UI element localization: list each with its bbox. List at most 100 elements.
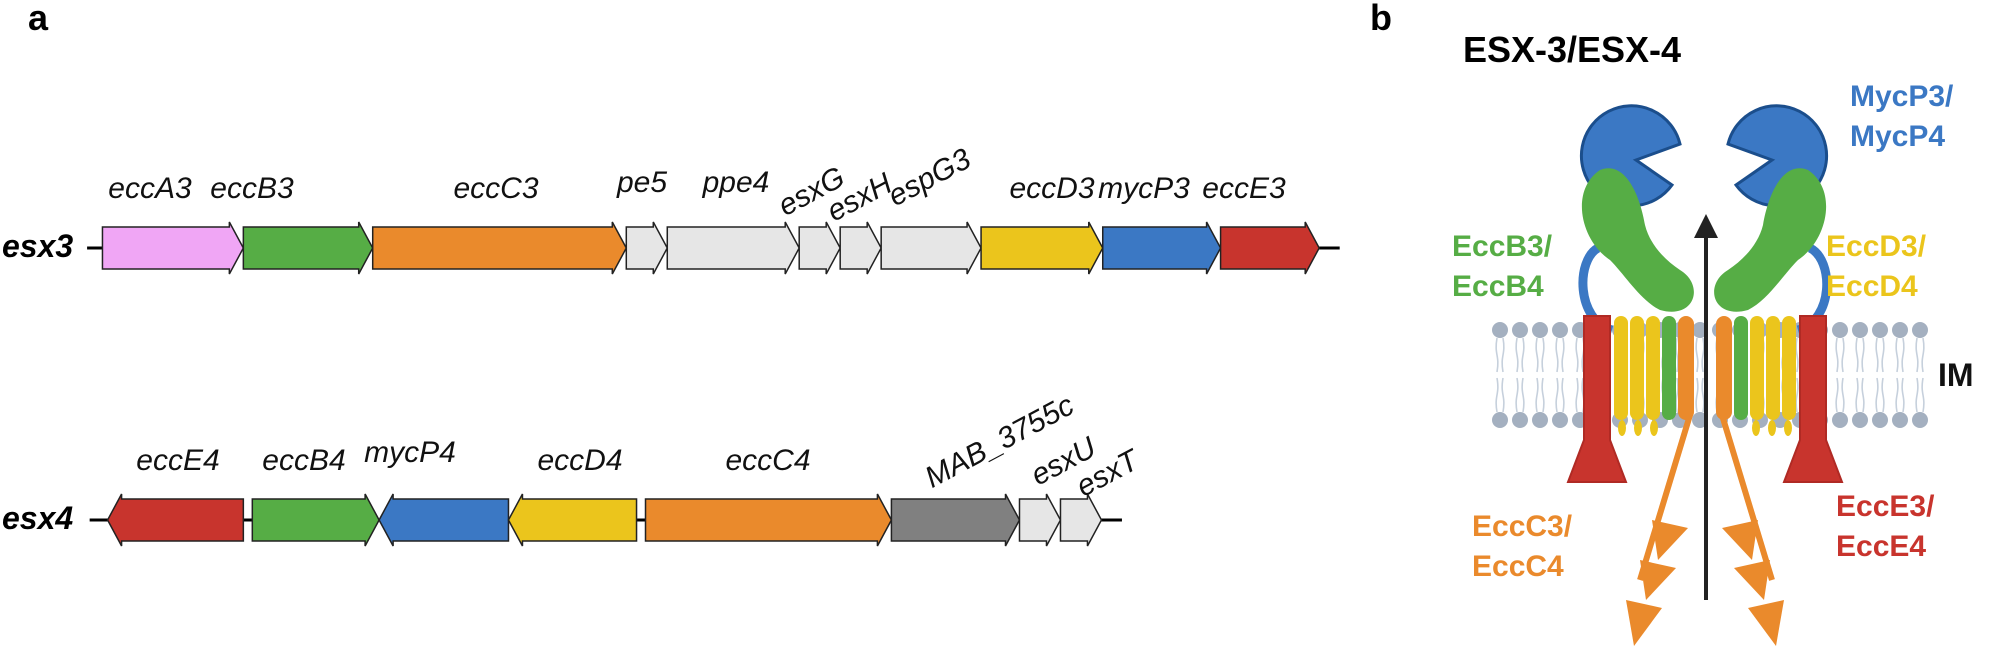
eccd-label-line1: EccD3/ — [1826, 230, 1927, 263]
gene-label-eccd4: eccD4 — [537, 444, 622, 477]
eccc-right-stalk — [1719, 414, 1775, 581]
secretion-arrow-head — [1694, 214, 1718, 238]
eccc-left-cytoplasmic — [1626, 414, 1693, 646]
locus-label-esx4: esx4 — [2, 500, 73, 536]
eccd-right-helix-3 — [1750, 316, 1764, 420]
ecce-left-helix — [1566, 315, 1628, 483]
eccc-label: EccC3/ EccC4 — [1472, 510, 1573, 583]
gene-label-eccb3: eccB3 — [210, 172, 294, 205]
lipid-tail — [1515, 377, 1525, 413]
eccc-right-domain-2 — [1734, 560, 1770, 600]
lipid-head-top — [1872, 322, 1888, 338]
lipid-head-bottom — [1912, 412, 1928, 428]
gene-arrow-eccc4 — [644, 493, 893, 547]
inner-membrane — [1492, 322, 1928, 428]
eccb-label-line2: EccB4 — [1452, 270, 1544, 303]
gene-arrow-mycp3 — [1101, 221, 1222, 275]
gene-label-espg3: espG3 — [883, 142, 977, 213]
eccc-left-helix — [1678, 316, 1694, 420]
panel-label-b: b — [1370, 0, 1392, 38]
ecce-label: EccE3/ EccE4 — [1836, 490, 1935, 563]
eccd-right-helix-1 — [1782, 316, 1796, 420]
lipid-tail — [1915, 377, 1925, 413]
locus-label-esx3: esx3 — [2, 228, 73, 264]
gene-arrow-ecce3 — [1219, 221, 1321, 275]
eccd-left-tail-1 — [1618, 420, 1626, 436]
lipid-tail — [1555, 377, 1565, 413]
eccc-label-line2: EccC4 — [1472, 550, 1564, 583]
eccc-left-domain-3 — [1626, 600, 1662, 646]
lipid-head-bottom — [1552, 412, 1568, 428]
lipid-head-top — [1832, 322, 1848, 338]
lipid-head-top — [1912, 322, 1928, 338]
gene-arrow-eccb4 — [251, 493, 380, 547]
lipid-head-bottom — [1892, 412, 1908, 428]
gene-arrow-mab-3755c — [890, 493, 1021, 547]
eccd-left-helix-3 — [1646, 316, 1660, 420]
eccc-left-domain-2 — [1640, 560, 1676, 600]
lipid-head-bottom — [1532, 412, 1548, 428]
lipid-head-top — [1892, 322, 1908, 338]
lipid-head-bottom — [1852, 412, 1868, 428]
lipid-head-top — [1532, 322, 1548, 338]
lipid-tail — [1575, 377, 1585, 413]
gene-arrow-esxt — [1059, 493, 1103, 547]
gene-label-eccc4: eccC4 — [725, 444, 810, 477]
ecce-label-line2: EccE4 — [1836, 530, 1926, 563]
lipid-tail — [1515, 337, 1525, 373]
eccc-right-domain-3 — [1748, 600, 1784, 646]
secretion-system-panel: ESX-3/ESX-4 — [1452, 29, 1974, 646]
eccc-left-stalk — [1637, 414, 1693, 581]
gene-arrow-pe5 — [625, 221, 669, 275]
eccc-right-cytoplasmic — [1719, 414, 1784, 646]
gene-arrow-eccb3 — [242, 221, 374, 275]
gene-arrow-espg3 — [880, 221, 982, 275]
eccd-label-line2: EccD4 — [1826, 270, 1918, 303]
gene-label-eccc3: eccC3 — [453, 172, 538, 205]
im-label: IM — [1938, 357, 1974, 393]
lipid-tail — [1875, 337, 1885, 373]
gene-arrow-esxu — [1018, 493, 1062, 547]
eccb-right-domain — [1714, 168, 1827, 312]
lipid-tail — [1495, 377, 1505, 413]
lipid-tail — [1895, 377, 1905, 413]
gene-label-pe5: pe5 — [616, 166, 667, 199]
lipid-tail — [1915, 337, 1925, 373]
gene-label-eccd3: eccD3 — [1009, 172, 1094, 205]
lipid-head-bottom — [1872, 412, 1888, 428]
eccb-left-domain — [1581, 168, 1694, 312]
gene-arrow-ecce4 — [106, 493, 245, 547]
gene-arrow-ppe4 — [666, 221, 801, 275]
lipid-head-bottom — [1492, 412, 1508, 428]
eccd-left-tail-2 — [1634, 420, 1642, 436]
mycp-label-line2: MycP4 — [1850, 120, 1945, 153]
diagram-title: ESX-3/ESX-4 — [1463, 29, 1681, 70]
eccd-left-tail-3 — [1650, 420, 1658, 436]
lipid-tail — [1535, 377, 1545, 413]
eccb-label-line1: EccB3/ — [1452, 230, 1553, 263]
lipid-tail — [1535, 337, 1545, 373]
ecce-label-line1: EccE3/ — [1836, 490, 1935, 523]
eccb-left-helix — [1662, 316, 1676, 420]
eccc-label-line1: EccC3/ — [1472, 510, 1573, 543]
gene-label-mycp3: mycP3 — [1098, 172, 1190, 205]
lipid-head-top — [1852, 322, 1868, 338]
eccd-label: EccD3/ EccD4 — [1826, 230, 1927, 303]
eccd-right-tail-3 — [1752, 420, 1760, 436]
lipid-tail — [1895, 337, 1905, 373]
eccd-left-helix-1 — [1614, 316, 1628, 420]
gene-arrow-esxg — [798, 221, 842, 275]
mycp-label: MycP3/ MycP4 — [1850, 80, 1954, 153]
lipid-tail — [1855, 377, 1865, 413]
eccd-right-helix-2 — [1766, 316, 1780, 420]
lipid-tail — [1555, 337, 1565, 373]
lipid-head-top — [1492, 322, 1508, 338]
lipid-head-top — [1512, 322, 1528, 338]
lipid-head-bottom — [1832, 412, 1848, 428]
eccc-right-domain-1 — [1722, 520, 1758, 560]
gene-label-ecce3: eccE3 — [1202, 172, 1286, 205]
lipid-tail — [1855, 337, 1865, 373]
